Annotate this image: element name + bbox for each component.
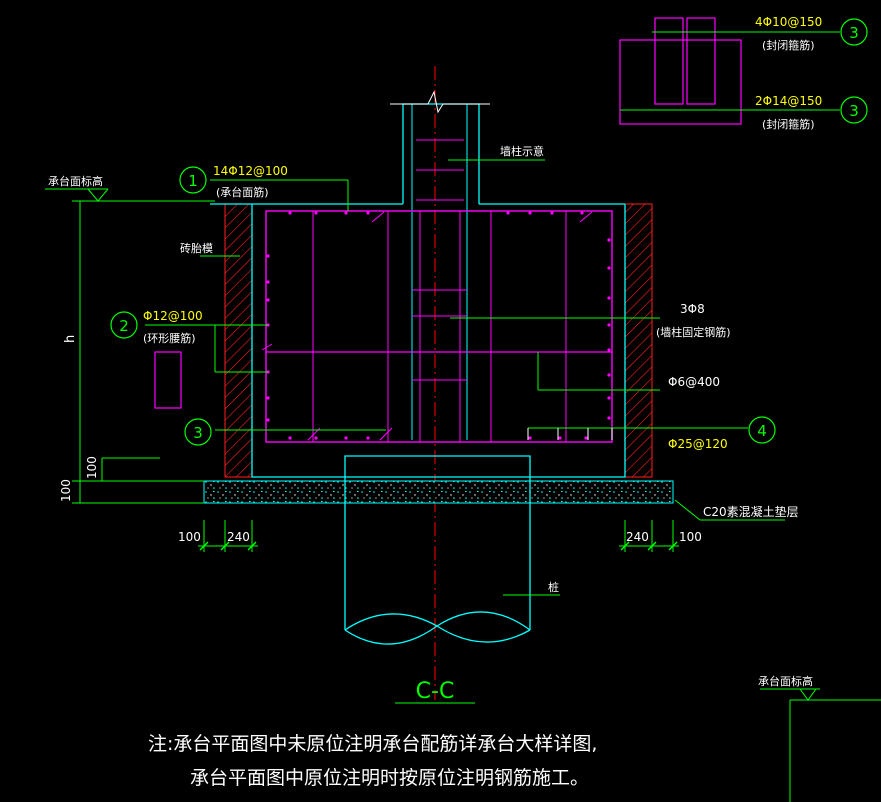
- detail-outline: [619, 39, 742, 125]
- note-line-2: 承台平面图中原位注明时按原位注明钢筋施工。: [190, 767, 590, 789]
- wall-column: [402, 103, 480, 204]
- detail-callout-2-circle: [840, 96, 868, 124]
- detail-bar-spec-2: 2Φ14@150: [755, 94, 822, 108]
- stirrup-in-column: [416, 139, 464, 201]
- pile-label: 桩: [548, 580, 559, 594]
- dim-left-100: 100: [178, 530, 201, 544]
- dim-ticks: [199, 541, 678, 551]
- pile-break: [344, 611, 531, 645]
- callout-1-num: 1: [188, 172, 198, 190]
- detail-bar-spec-1: 4Φ10@150: [755, 15, 822, 29]
- construction-note: 注:承台平面图中未原位注明承台配筋详承台大样详图, 承台平面图中原位注明时按原位…: [148, 727, 597, 795]
- detail-callout-2-num: 3: [849, 102, 859, 120]
- detail-bar-desc-1: (封闭箍筋): [762, 38, 815, 52]
- callout-2-circle: [110, 311, 138, 339]
- callout-4-num: 4: [757, 422, 767, 440]
- top-slab-bar-desc: (承台面筋): [216, 185, 269, 199]
- dim-left-240: 240: [227, 530, 250, 544]
- dim-vertical-100-b: 100: [59, 479, 73, 502]
- note-line-1: 注:承台平面图中未原位注明承台配筋详承台大样详图,: [148, 733, 598, 755]
- rebar-cage: [265, 210, 613, 443]
- dim-right-100: 100: [679, 530, 702, 544]
- cushion-label: C20素混凝土垫层: [703, 504, 799, 519]
- detail-callout-1-num: 3: [849, 24, 859, 42]
- detail-stirrup-right: [686, 17, 716, 105]
- bottom-bar-spec: Φ25@120: [668, 437, 728, 451]
- wall-column-label: 墙柱示意: [500, 144, 544, 158]
- dim-right-240: 240: [626, 530, 649, 544]
- brick-mold-right: [624, 203, 653, 478]
- waist-bar-section: [154, 351, 182, 409]
- cap-outline: [251, 204, 626, 478]
- waist-bar-spec: Φ12@100: [143, 309, 203, 323]
- leader-lines: [45, 159, 881, 802]
- anchor-bars-spec: 3Φ8: [680, 302, 705, 316]
- stirrup-spec: Φ6@400: [668, 375, 720, 389]
- section-title: C-C: [416, 679, 455, 704]
- anchor-bars-desc: (墙柱固定钢筋): [656, 325, 731, 339]
- callout-3-num: 3: [193, 424, 203, 442]
- dim-vertical-100-a: 100: [85, 456, 99, 479]
- brick-mold-left: [224, 203, 253, 478]
- callout-3-circle: [184, 418, 212, 446]
- detail-bar-desc-2: (封闭箍筋): [762, 117, 815, 131]
- brick-mold-label: 砖胎模: [180, 241, 213, 255]
- top-slab-bar-spec: 14Φ12@100: [213, 164, 288, 178]
- bar-hooks: [261, 211, 593, 441]
- bottom-bar-ticks: [527, 428, 613, 440]
- callout-2-num: 2: [119, 317, 129, 335]
- top-elevation-label: 承台面标高: [48, 174, 103, 188]
- cushion-layer: [203, 480, 674, 504]
- rebar-dots: [266, 211, 611, 440]
- callout-4-circle: [748, 416, 776, 444]
- detail-stirrup-left: [654, 17, 684, 105]
- callout-1-circle: [179, 166, 207, 194]
- pile-outline: [344, 455, 531, 503]
- height-label: h: [63, 335, 78, 343]
- top-elevation-label-right: 承台面标高: [758, 674, 813, 688]
- detail-callout-1-circle: [840, 18, 868, 46]
- waist-bar-desc: (环形腰筋): [143, 331, 196, 345]
- break-line: [390, 90, 490, 114]
